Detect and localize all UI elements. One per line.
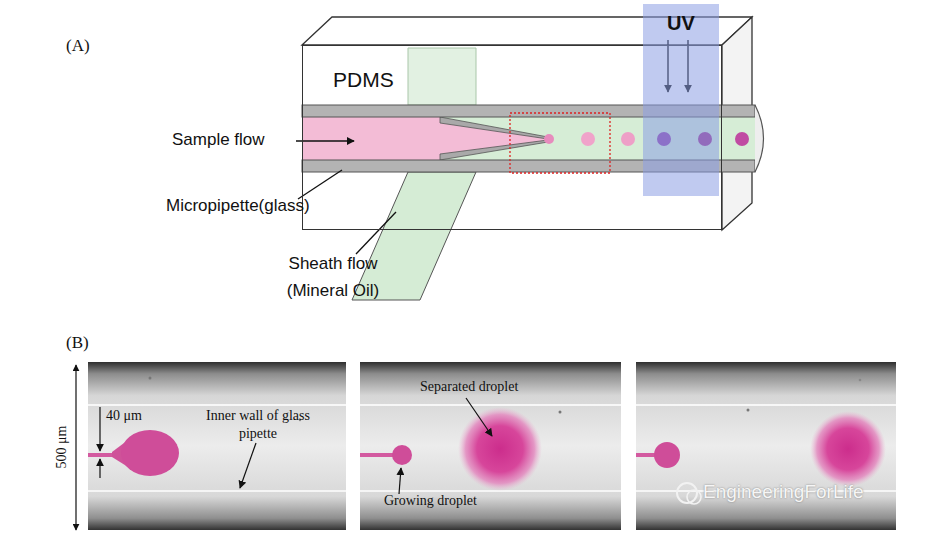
panel-label: (A) — [66, 36, 90, 56]
micrographs — [76, 362, 896, 530]
watermark-icon — [687, 490, 701, 504]
flow-arrow — [296, 140, 354, 142]
micropipette-taper — [440, 140, 548, 160]
growing-droplet — [654, 442, 680, 468]
sheath-junction — [408, 48, 476, 105]
speck — [559, 411, 562, 414]
inner-wall — [88, 490, 346, 492]
sample-stream — [360, 453, 396, 457]
dimension-line — [75, 365, 76, 530]
micrograph — [360, 362, 621, 530]
dimension-label: 500 μm — [54, 415, 70, 479]
uv-band: UV — [643, 4, 719, 196]
callout-label: Inner wall of glass pipette — [206, 407, 310, 443]
callout-label: Separated droplet — [420, 379, 518, 395]
callout-label: Growing droplet — [384, 493, 477, 509]
node-text: UV — [643, 12, 719, 35]
sheath-channel — [352, 172, 476, 300]
growing-droplet — [392, 445, 412, 465]
droplet — [735, 132, 749, 146]
speck — [859, 379, 862, 382]
panel-label: (B) — [66, 333, 89, 353]
inner-wall — [88, 404, 346, 406]
droplet — [621, 132, 635, 146]
droplet — [581, 132, 595, 146]
separated-droplet — [810, 411, 886, 487]
micrograph — [88, 362, 346, 530]
micrograph — [636, 362, 896, 530]
zoom-box — [510, 113, 610, 173]
pointer-arrow — [399, 468, 401, 494]
dimension-arrow — [99, 407, 100, 451]
growing-droplet — [121, 430, 179, 476]
part-label: Sheath flow (Mineral Oil) — [268, 250, 398, 304]
micropipette-taper — [440, 117, 548, 139]
part-label: Micropipette(glass) — [166, 196, 310, 216]
inner-wall — [636, 404, 896, 406]
droplet — [544, 134, 554, 144]
leader-line — [356, 212, 396, 254]
pointer-arrow — [466, 398, 492, 436]
sample-stream — [88, 453, 114, 457]
tube-end — [755, 105, 764, 172]
dimension-label: 40 μm — [106, 408, 142, 424]
separated-droplet — [458, 407, 542, 491]
dimension-arrow — [99, 459, 100, 478]
part-label: Sample flow — [172, 130, 265, 150]
inner-wall — [360, 404, 621, 406]
speck — [747, 409, 750, 412]
pointer-arrow — [240, 443, 256, 488]
leader-line — [298, 170, 342, 199]
speck — [149, 377, 152, 380]
sample-fluid — [302, 117, 440, 160]
watermark: EngineeringForLife — [703, 481, 864, 503]
